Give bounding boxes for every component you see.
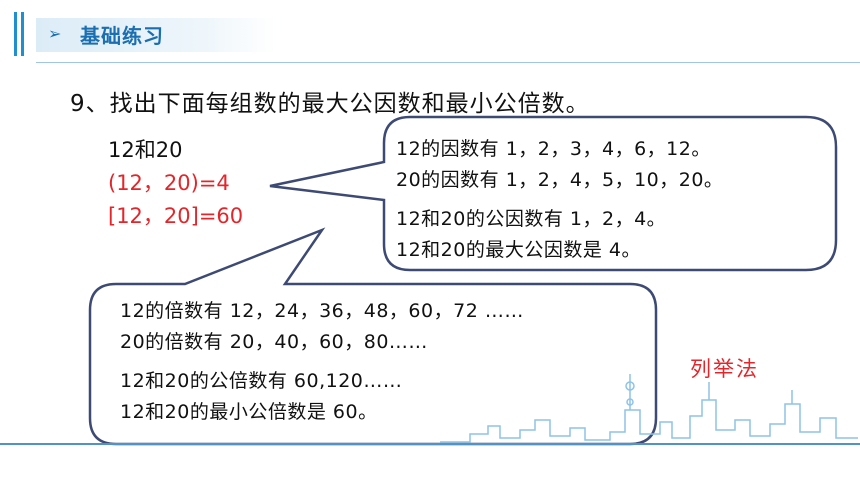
multiples-of-12: 12的倍数有 12，24，36，48，60，72 …… (120, 300, 524, 322)
least-common-multiple: 12和20的最小公倍数是 60。 (120, 401, 378, 423)
header-bar-right (21, 12, 24, 56)
gcd-expression: (12，20)=4 (108, 171, 230, 195)
common-factors: 12和20的公因数有 1，2，4。 (396, 208, 667, 230)
city-skyline-decoration (440, 374, 858, 443)
number-pair-block: 12和20 (12，20)=4 [12，20]=60 (108, 134, 243, 233)
multiples-box: 12的倍数有 12，24，36，48，60，72 …… 20的倍数有 20，40… (120, 296, 524, 428)
header-bars (14, 12, 30, 56)
triangle-right-icon: ➢ (48, 24, 62, 43)
factors-box: 12的因数有 1，2，3，4，6，12。 20的因数有 1，2，4，5，10，2… (396, 134, 723, 266)
factors-callout-bubble (269, 115, 838, 272)
number-pair: 12和20 (108, 138, 183, 162)
greatest-common-factor: 12和20的最大公因数是 4。 (396, 239, 641, 261)
section-title: 基础练习 (80, 24, 164, 48)
multiples-of-20: 20的倍数有 20，40，60，80…… (120, 331, 428, 353)
header-divider (36, 62, 860, 63)
factors-of-20: 20的因数有 1，2，4，5，10，20。 (396, 169, 724, 191)
question-text: 9、找出下面每组数的最大公因数和最小公倍数。 (70, 91, 590, 117)
method-label: 列举法 (690, 357, 759, 381)
lcm-expression: [12，20]=60 (108, 204, 244, 228)
common-multiples: 12和20的公倍数有 60,120…… (120, 370, 403, 392)
header-bar-left (14, 12, 17, 56)
factors-of-12: 12的因数有 1，2，3，4，6，12。 (396, 138, 711, 160)
bottom-divider (0, 443, 860, 445)
header-band (36, 18, 276, 52)
